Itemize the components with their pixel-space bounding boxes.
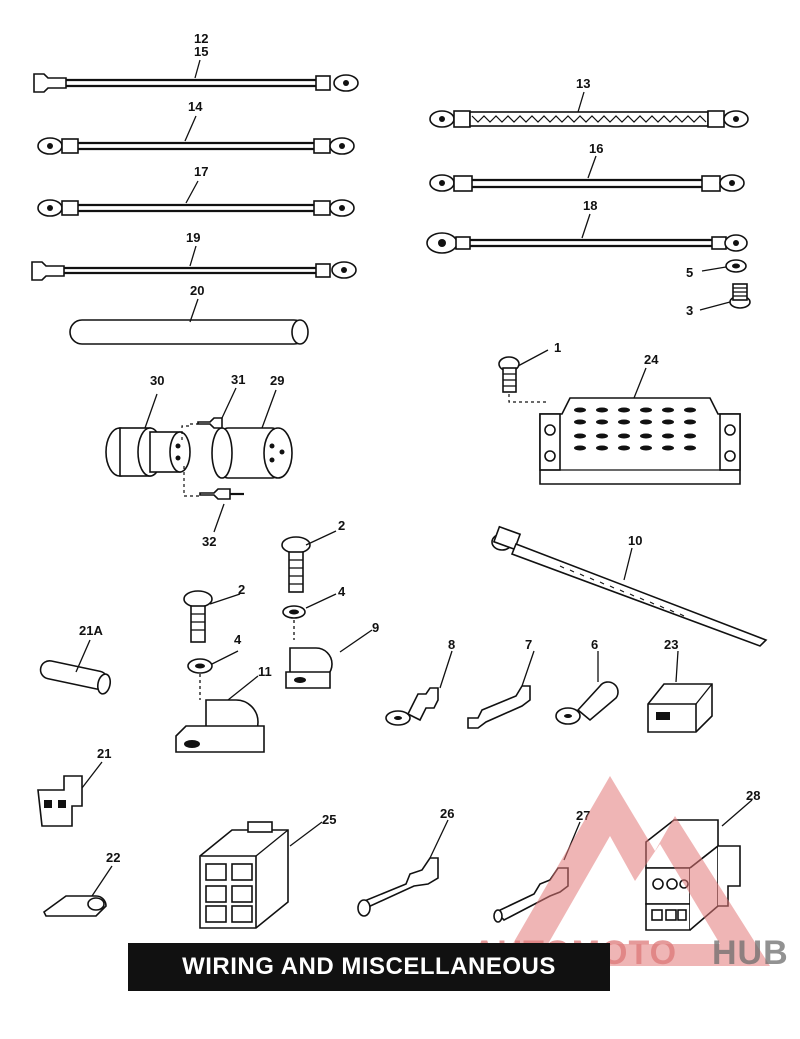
callout-8: 8 xyxy=(448,637,455,652)
callout-23: 23 xyxy=(664,637,678,652)
connector-29 xyxy=(211,427,293,479)
ring-terminal-6 xyxy=(555,681,619,725)
clip-21 xyxy=(37,775,83,827)
callout-30: 30 xyxy=(150,373,164,388)
clip-22 xyxy=(42,895,107,917)
terminal-27 xyxy=(493,867,569,923)
cable-18 xyxy=(426,232,748,254)
callout-21A: 21A xyxy=(79,623,103,638)
callout-15: 15 xyxy=(194,44,208,59)
callout-7: 7 xyxy=(525,637,532,652)
callout-3: 3 xyxy=(686,303,693,318)
callout-28: 28 xyxy=(746,788,760,803)
cable-14 xyxy=(37,137,355,155)
pin-32 xyxy=(183,466,244,500)
callout-17: 17 xyxy=(194,164,208,179)
terminal-7 xyxy=(467,685,531,729)
title-banner xyxy=(128,943,610,991)
housing-28 xyxy=(645,819,741,931)
cable-12-15 xyxy=(33,73,359,93)
callout-13: 13 xyxy=(576,76,590,91)
clamp-11 xyxy=(175,699,265,753)
callout-20: 20 xyxy=(190,283,204,298)
cable-tie-10 xyxy=(491,525,768,647)
sleeve-21A xyxy=(39,660,112,695)
lockwasher-5 xyxy=(725,259,747,273)
callout-21: 21 xyxy=(97,746,111,761)
callout-11: 11 xyxy=(258,664,272,679)
callout-6: 6 xyxy=(591,637,598,652)
connector-23 xyxy=(647,683,713,733)
screw-3 xyxy=(729,283,751,309)
callout-26: 26 xyxy=(440,806,454,821)
screw-1 xyxy=(498,356,549,403)
clamp-9 xyxy=(285,647,333,689)
callout-4-lower: 4 xyxy=(234,632,242,647)
ground-strap-13 xyxy=(429,110,749,128)
callout-31: 31 xyxy=(231,372,245,387)
sleeve-20 xyxy=(69,319,309,345)
terminal-strip-24 xyxy=(539,397,741,485)
callout-32: 32 xyxy=(202,534,216,549)
terminal-8 xyxy=(385,687,439,726)
watermark-text-hub: HUB xyxy=(712,934,789,972)
callout-10: 10 xyxy=(628,533,642,548)
cable-19 xyxy=(31,261,357,281)
callout-9: 9 xyxy=(372,620,379,635)
callout-1: 1 xyxy=(554,340,561,355)
screw-2-upper xyxy=(281,536,311,593)
cable-16 xyxy=(429,174,745,192)
screw-2-lower xyxy=(183,590,213,643)
callout-5: 5 xyxy=(686,265,693,280)
washer-4-lower xyxy=(187,658,213,700)
callout-2-lower: 2 xyxy=(238,582,245,597)
callout-29: 29 xyxy=(270,373,284,388)
washer-4-upper xyxy=(282,605,306,640)
callout-4-upper: 4 xyxy=(338,584,346,599)
callout-22: 22 xyxy=(106,850,120,865)
page-title: WIRING AND MISCELLANEOUS ELECTRICAL xyxy=(182,953,556,1028)
callout-2-upper: 2 xyxy=(338,518,345,533)
callout-18: 18 xyxy=(583,198,597,213)
cable-17 xyxy=(37,199,355,217)
callout-14: 14 xyxy=(188,99,203,114)
callout-16: 16 xyxy=(589,141,603,156)
callout-12: 12 xyxy=(194,31,208,46)
connector-30 xyxy=(105,427,191,477)
callout-24: 24 xyxy=(644,352,659,367)
terminal-26 xyxy=(357,857,439,917)
callout-27: 27 xyxy=(576,808,590,823)
callout-19: 19 xyxy=(186,230,200,245)
callout-25: 25 xyxy=(322,812,336,827)
housing-25 xyxy=(199,821,289,929)
